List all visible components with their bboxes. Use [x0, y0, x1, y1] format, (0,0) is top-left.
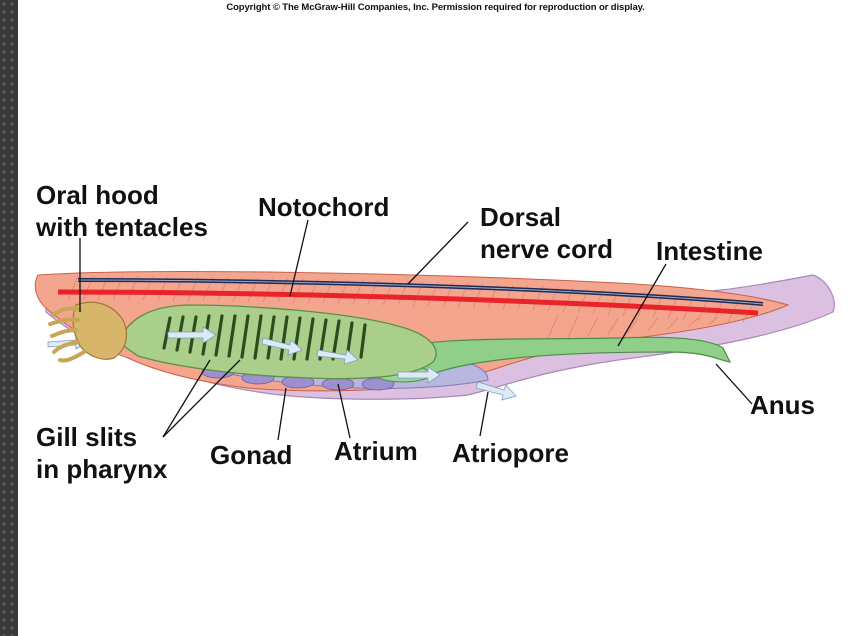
- label-gonad: Gonad: [210, 440, 292, 470]
- label-atrium: Atrium: [334, 436, 418, 466]
- label-dorsal-line2: nerve cord: [480, 234, 613, 264]
- label-oral-hood-line2: with tentacles: [35, 212, 208, 242]
- label-intestine: Intestine: [656, 236, 763, 266]
- label-anus: Anus: [750, 390, 815, 420]
- amphioxus-diagram: Oral hood with tentacles Notochord Dorsa…: [18, 0, 853, 636]
- label-dorsal: Dorsal: [480, 202, 561, 232]
- dotted-border-decoration: [0, 0, 18, 636]
- label-oral-hood: Oral hood: [36, 180, 159, 210]
- label-gill-slits-line2: in pharynx: [36, 454, 168, 484]
- label-notochord: Notochord: [258, 192, 389, 222]
- slide: Copyright © The McGraw-Hill Companies, I…: [18, 0, 853, 636]
- label-gill-slits: Gill slits: [36, 422, 137, 452]
- label-atriopore: Atriopore: [452, 438, 569, 468]
